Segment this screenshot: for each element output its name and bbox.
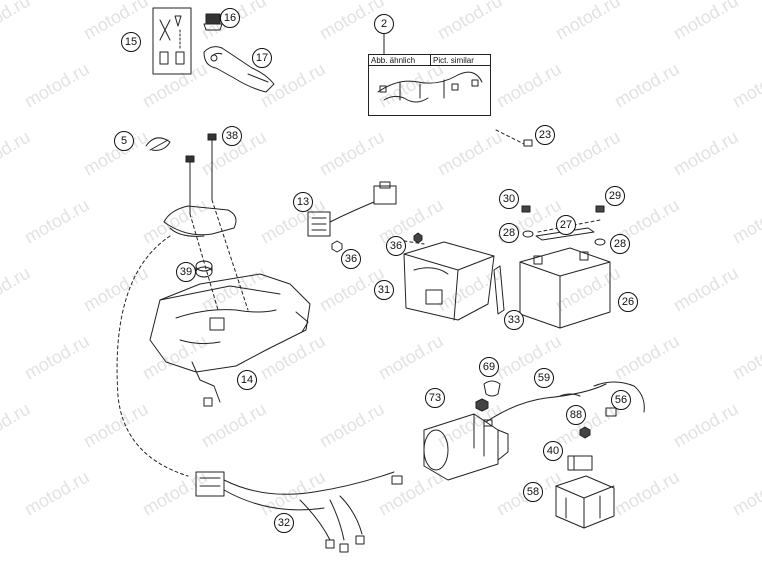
- callout-58: 58: [523, 482, 543, 502]
- part-13-relay: [307, 181, 397, 237]
- callout-69: 69: [479, 357, 499, 377]
- callout-88: 88: [566, 405, 586, 425]
- battery-terminal-hardware: [521, 205, 606, 246]
- part-14-holder: [149, 205, 311, 407]
- callout-2: 2: [374, 14, 394, 34]
- part-36-nut: [331, 232, 423, 253]
- note-label-german: Abb. ähnlich: [369, 55, 431, 66]
- callout-31: 31: [374, 280, 394, 300]
- part-40-holder: [567, 455, 593, 471]
- part-5-cable-tie: [145, 137, 171, 151]
- part-2-harness: [377, 30, 483, 103]
- callout-38: 38: [222, 126, 242, 146]
- callout-16: 16: [220, 8, 240, 28]
- callout-36-right: 36: [386, 236, 406, 256]
- note-label-english: Pict. similar: [431, 55, 490, 66]
- callout-39: 39: [176, 262, 196, 282]
- part-56-cable: [593, 381, 645, 417]
- callout-40: 40: [543, 441, 563, 461]
- callout-32: 32: [274, 513, 294, 533]
- similar-illustration-note: Abb. ähnlich Pict. similar: [368, 54, 491, 116]
- starter-motor: [423, 413, 509, 481]
- part-38-bolt: [185, 133, 217, 215]
- callout-28-right: 28: [610, 234, 630, 254]
- callout-29: 29: [605, 186, 625, 206]
- callout-26: 26: [618, 292, 638, 312]
- callout-13: 13: [293, 192, 313, 212]
- part-69-cap: [483, 380, 501, 397]
- part-33-strap: [493, 265, 505, 315]
- part-16-cap: [203, 13, 223, 31]
- part-23-fuse: [523, 139, 533, 147]
- part-15-fuse-card: [152, 7, 192, 75]
- callout-56: 56: [611, 390, 631, 410]
- callout-59: 59: [534, 368, 554, 388]
- callout-5: 5: [114, 131, 134, 151]
- callout-15: 15: [121, 32, 141, 52]
- callout-30: 30: [499, 189, 519, 209]
- part-59-starter-cable: [483, 383, 607, 427]
- callout-33: 33: [504, 310, 524, 330]
- callout-28-left: 28: [499, 223, 519, 243]
- part-73-nut: [475, 398, 489, 412]
- part-88-nut: [579, 426, 591, 439]
- part-31-battery-holder: [403, 241, 495, 321]
- callout-23: 23: [535, 125, 555, 145]
- callout-27: 27: [556, 215, 576, 235]
- part-32-main-harness: [195, 471, 403, 553]
- part-39-grommet: [195, 260, 213, 278]
- part-58-regulator: [555, 475, 615, 529]
- part-17-bracket: [203, 46, 275, 93]
- part-26-battery: [519, 247, 611, 329]
- callout-36-left: 36: [341, 249, 361, 269]
- callout-17: 17: [252, 48, 272, 68]
- callout-73: 73: [425, 388, 445, 408]
- callout-14: 14: [237, 370, 257, 390]
